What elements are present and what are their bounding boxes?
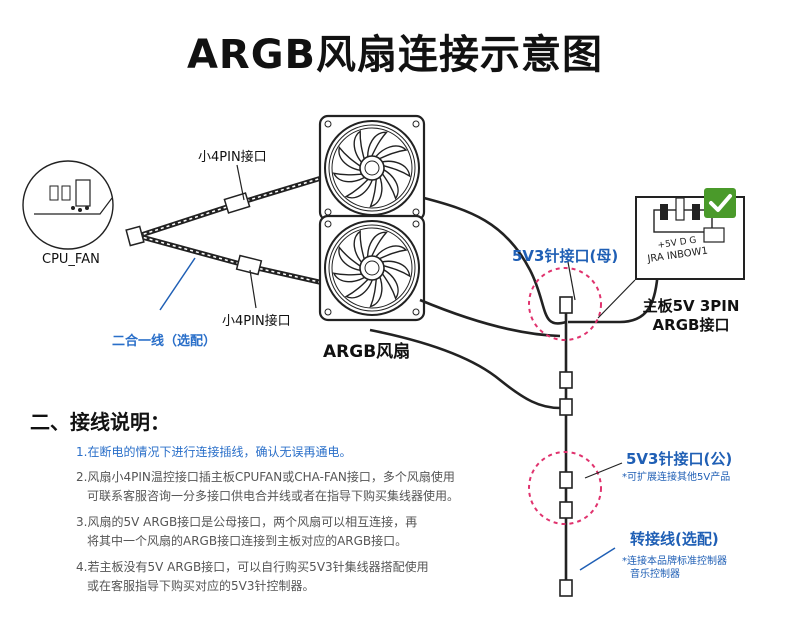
- header-female-label: 5V3针接口(母): [512, 247, 619, 265]
- adapter-note: *连接本品牌标准控制器 音乐控制器: [622, 555, 727, 581]
- cpu-fan-label: CPU_FAN: [42, 252, 100, 267]
- connector-icon: [559, 296, 573, 597]
- splitter-cable-label: 二合一线（选配）: [112, 334, 217, 349]
- check-icon: [704, 188, 736, 218]
- argb-fan-label: ARGB风扇: [323, 342, 411, 362]
- small-4pin-bottom-label: 小4PIN接口: [222, 314, 291, 329]
- small-4pin-top-label: 小4PIN接口: [198, 150, 267, 165]
- argb-header-icon: [635, 196, 745, 280]
- page-title: ARGB风扇连接示意图: [186, 32, 604, 78]
- splitter-cable: [125, 173, 329, 287]
- adapter-cable-label: 转接线(选配): [630, 530, 719, 548]
- header-male-label: 5V3针接口(公): [626, 450, 733, 468]
- note-3-line-1: 3.风扇的5V ARGB接口是公母接口，两个风扇可以相互连接，再: [76, 515, 418, 529]
- fan-icon: [320, 116, 424, 220]
- note-3-line-2: 将其中一个风扇的ARGB接口连接到主板对应的ARGB接口。: [87, 534, 408, 548]
- board-argb-line2: ARGB接口: [652, 316, 730, 334]
- note-2: 2.风扇小4PIN温控接口插主板CPUFAN或CHA-FAN接口，多个风扇使用 …: [76, 468, 516, 506]
- header-male-note: *可扩展连接其他5V产品: [622, 472, 731, 483]
- note-3: 3.风扇的5V ARGB接口是公母接口，两个风扇可以相互连接，再 将其中一个风扇…: [76, 513, 516, 551]
- note-1: 1.在断电的情况下进行连接插线，确认无误再通电。: [76, 443, 516, 462]
- motherboard-icon: [22, 160, 114, 250]
- adapter-note-line1: *连接本品牌标准控制器: [622, 556, 727, 567]
- note-4: 4.若主板没有5V ARGB接口，可以自行购买5V3针集线器搭配使用 或在客服指…: [76, 558, 516, 596]
- note-2-line-2: 可联系客服咨询一分多接口供电合并线或者在指导下购买集线器使用。: [87, 489, 460, 503]
- note-2-line-1: 2.风扇小4PIN温控接口插主板CPUFAN或CHA-FAN接口，多个风扇使用: [76, 470, 455, 484]
- board-argb-label: 主板5V 3PIN ARGB接口: [626, 297, 756, 335]
- section-title: 二、接线说明：: [30, 410, 170, 434]
- board-argb-line1: 主板5V 3PIN: [642, 297, 740, 315]
- adapter-note-line2: 音乐控制器: [630, 569, 680, 580]
- fan-icon: [320, 216, 424, 320]
- note-4-line-2: 或在客服指导下购买对应的5V3针控制器。: [87, 579, 315, 593]
- note-1-line-1: 1.在断电的情况下进行连接插线，确认无误再通电。: [76, 445, 352, 459]
- note-4-line-1: 4.若主板没有5V ARGB接口，可以自行购买5V3针集线器搭配使用: [76, 560, 429, 574]
- highlight-circle: [528, 451, 602, 525]
- highlight-circle: [528, 267, 602, 341]
